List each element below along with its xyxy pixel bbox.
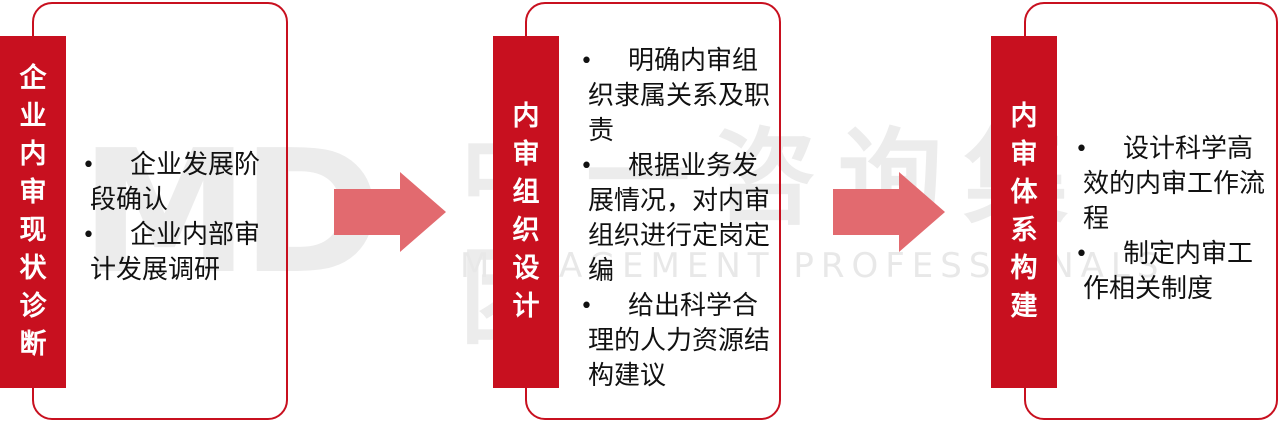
list-item: •根据业务发展情况，对内审组织进行定岗定编 xyxy=(580,151,771,286)
arrow-right-icon xyxy=(334,172,446,252)
list-item: •给出科学合理的人力资源结构建议 xyxy=(580,291,771,391)
arrow-right-icon xyxy=(833,172,945,252)
bullet-icon: • xyxy=(580,49,593,74)
stage-3-title: 内审体系构建 xyxy=(1010,101,1038,322)
stage-2-title: 内审组织设计 xyxy=(512,101,540,322)
list-item: •企业内部审计发展调研 xyxy=(82,220,261,285)
stage-1-title: 企业内审现状诊断 xyxy=(19,63,47,360)
list-item: •制定内审工作相关制度 xyxy=(1075,239,1254,304)
bullet-icon: • xyxy=(580,154,593,179)
stage-1-items: •企业发展阶段确认 •企业内部审计发展调研 xyxy=(82,148,275,288)
bullet-icon: • xyxy=(580,294,593,319)
stage-2-items: •明确内审组织隶属关系及职责 •根据业务发展情况，对内审组织进行定岗定编 •给出… xyxy=(580,44,773,394)
stage-2-title-box: 内审组织设计 xyxy=(493,36,559,388)
list-item: •明确内审组织隶属关系及职责 xyxy=(580,46,771,146)
stage-3-items: •设计科学高效的内审工作流程 •制定内审工作相关制度 xyxy=(1075,132,1268,307)
list-item: •企业发展阶段确认 xyxy=(82,150,261,215)
bullet-icon: • xyxy=(82,223,95,248)
bullet-icon: • xyxy=(82,153,95,178)
bullet-icon: • xyxy=(1075,137,1088,162)
list-item: •设计科学高效的内审工作流程 xyxy=(1075,134,1266,234)
stage-3-title-box: 内审体系构建 xyxy=(991,36,1057,388)
stage-1-title-box: 企业内审现状诊断 xyxy=(0,36,66,388)
bullet-icon: • xyxy=(1075,242,1088,267)
